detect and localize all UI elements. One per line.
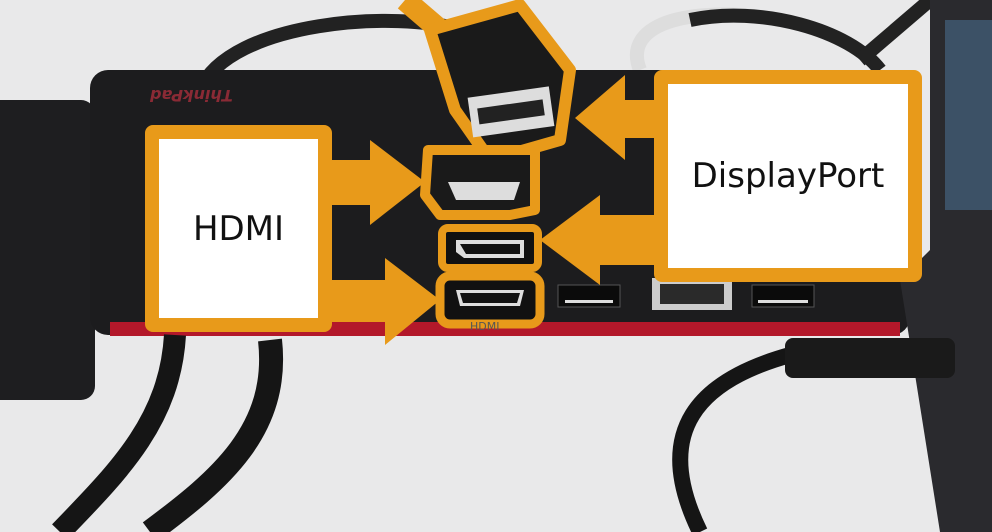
- usb-port-1: [557, 284, 621, 308]
- cable-top-right: [688, 8, 886, 75]
- arrow-hdmi-lower: [330, 258, 440, 345]
- usb-port-2: [751, 284, 815, 308]
- hdmi-label-box: HDMI: [145, 125, 332, 332]
- arrow-dp-upper: [575, 75, 655, 160]
- laptop-screen: [945, 20, 992, 210]
- hdmi-plug-connector: [448, 182, 520, 200]
- cable-bottom-1: [52, 334, 186, 532]
- cable-bottom-2: [142, 338, 284, 532]
- arrow-dp-lower: [540, 195, 655, 285]
- left-device: [0, 100, 95, 400]
- cable-bottom-3: [672, 347, 793, 532]
- usb-c-plug: [785, 338, 955, 378]
- displayport-label-box: DisplayPort: [654, 70, 922, 282]
- arrow-hdmi-upper: [330, 140, 425, 225]
- displayport-label: DisplayPort: [691, 156, 885, 196]
- dock-logo: ThinkPad: [150, 86, 233, 105]
- dock-hdmi-print: HDMI: [470, 320, 500, 333]
- hdmi-label: HDMI: [192, 208, 285, 249]
- cable-top-far-right: [855, 0, 935, 66]
